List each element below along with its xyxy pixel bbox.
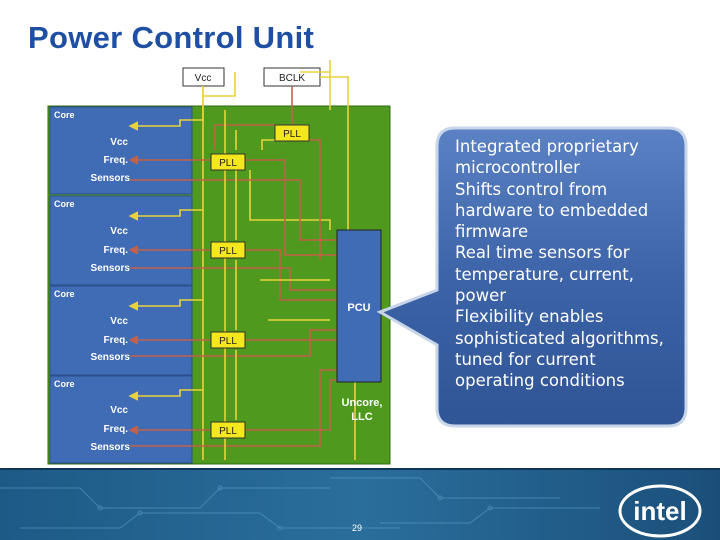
- pll-box-3: [210, 331, 246, 349]
- pll-box-top: [274, 124, 310, 142]
- uncore-label-1: Uncore,: [342, 397, 383, 409]
- pcu-block: [336, 229, 382, 383]
- core-label-4: Core: [54, 379, 75, 389]
- pll-label-4: PLL: [219, 426, 237, 437]
- sensors-label-1: Sensors: [91, 173, 131, 184]
- vcc-top-label: Vcc: [195, 73, 212, 84]
- freq-label-4: Freq.: [104, 424, 129, 435]
- footer-banner: [0, 468, 720, 540]
- callout-item-3: Real time sensors for temperature, curre…: [455, 243, 634, 306]
- core-region-2: [49, 195, 193, 286]
- uncore-label-2: LLC: [351, 411, 372, 423]
- pll-label-3: PLL: [219, 336, 237, 347]
- freq-label-2: Freq.: [104, 245, 129, 256]
- pll-box-2: [210, 241, 246, 259]
- pcu-label: PCU: [347, 302, 370, 314]
- vcc-label-2: Vcc: [110, 226, 128, 237]
- vcc-label-3: Vcc: [110, 316, 128, 327]
- intel-logo: intel: [618, 484, 702, 538]
- core-label-2: Core: [54, 199, 75, 209]
- vcc-wires: [128, 60, 356, 460]
- sensors-label-3: Sensors: [91, 352, 131, 363]
- pcu-diagram: Vcc BCLK: [47, 60, 688, 465]
- pll-box-1: [210, 153, 246, 171]
- sensors-label-2: Sensors: [91, 263, 131, 274]
- pll-label-1: PLL: [219, 158, 237, 169]
- page-number: 29: [352, 523, 363, 533]
- bclk-label: BCLK: [279, 73, 305, 84]
- callout-item-4: Flexibility enables sophisticated algori…: [455, 307, 664, 391]
- core-region-3: [49, 285, 193, 376]
- pll-boxes: PLL PLL PLL PLL PLL: [210, 124, 310, 439]
- vcc-label-4: Vcc: [110, 405, 128, 416]
- callout-bubble: [376, 126, 688, 428]
- sensors-label-4: Sensors: [91, 442, 131, 453]
- core-region-4: [49, 375, 193, 464]
- pll-label-2: PLL: [219, 246, 237, 257]
- logo-text: intel: [633, 496, 686, 526]
- callout-item-2: Shifts control from hardware to embedded…: [455, 179, 649, 242]
- vcc-label-1: Vcc: [110, 137, 128, 148]
- callout-text: Integrated proprietary microcontroller S…: [455, 136, 677, 392]
- core-label-1: Core: [54, 110, 75, 120]
- freq-label-3: Freq.: [104, 335, 129, 346]
- pll-label-top: PLL: [283, 129, 301, 140]
- core-label-3: Core: [54, 289, 75, 299]
- freq-label-1: Freq.: [104, 155, 129, 166]
- page-title: Power Control Unit: [28, 20, 315, 55]
- pll-box-4: [210, 421, 246, 439]
- callout-item-1: Integrated proprietary microcontroller: [455, 137, 639, 178]
